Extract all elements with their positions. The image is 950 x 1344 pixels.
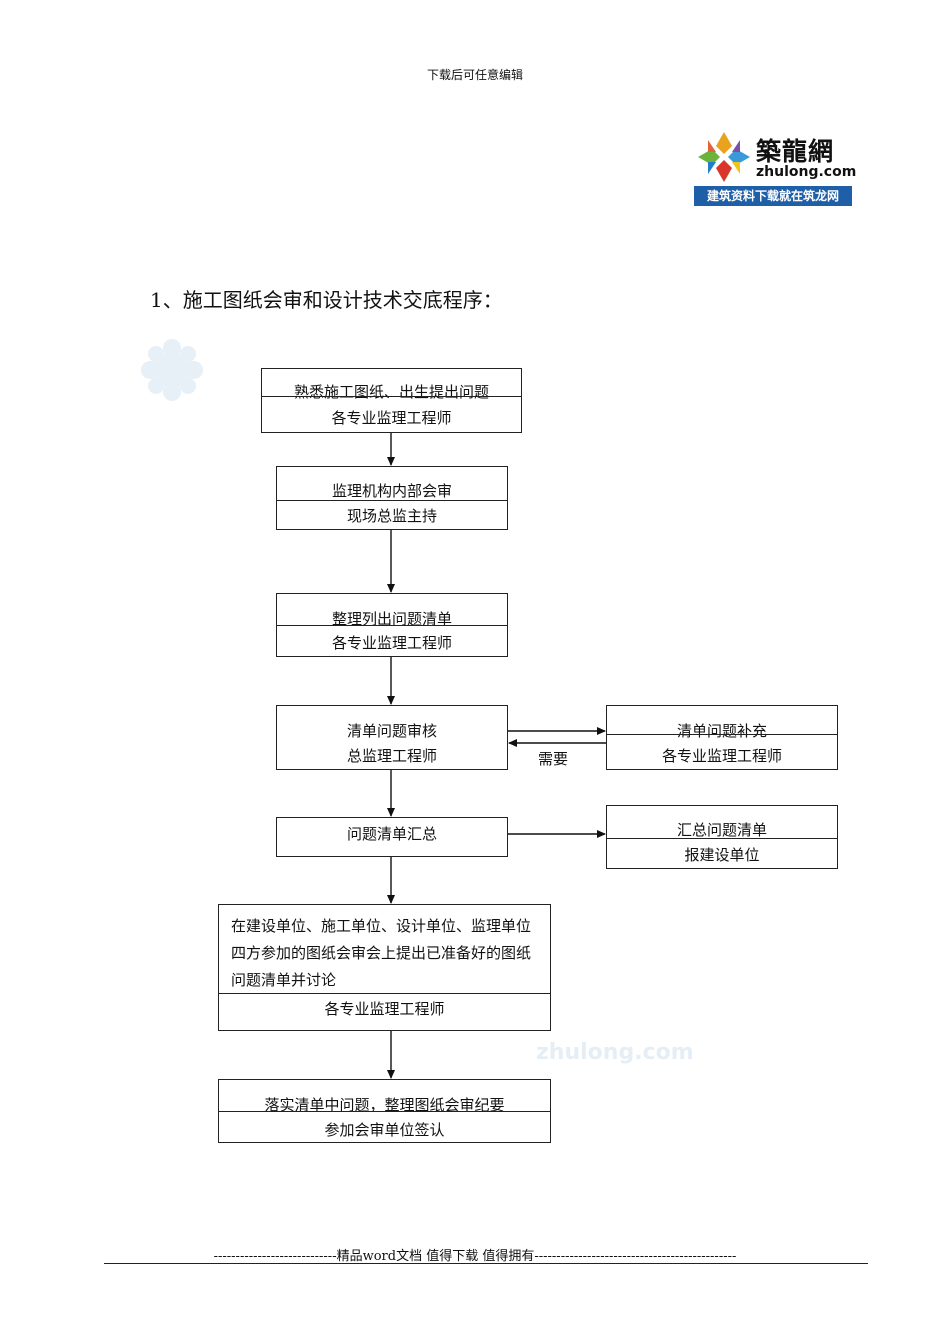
flow-step-familiarize-owner: 各专业监理工程师	[331, 409, 452, 427]
flow-step-divider	[219, 1111, 550, 1112]
flow-side-list-supplement: 清单问题补充 各专业监理工程师	[606, 705, 838, 770]
flow-step-familiarize: 熟悉施工图纸、出生提出问题 各专业监理工程师	[261, 368, 522, 433]
flow-side-report-owner: 报建设单位	[684, 846, 760, 864]
zhulong-logo-icon	[698, 132, 750, 182]
flow-step-divider	[607, 838, 837, 839]
zhulong-logo: 築龍網 zhulong.com 建筑资料下载就在筑龙网	[694, 128, 856, 206]
flow-step-issue-list: 整理列出问题清单 各专业监理工程师	[276, 593, 508, 657]
logo-domain: zhulong.com	[756, 164, 857, 180]
flow-step-minutes-owner: 参加会审单位签认	[324, 1121, 445, 1139]
header-note: 下载后可任意编辑	[426, 68, 523, 82]
flow-side-report-task: 汇总问题清单	[676, 821, 767, 839]
flow-side-list-supplement-owner: 各专业监理工程师	[661, 747, 782, 765]
flow-step-divider	[277, 625, 507, 626]
flow-step-familiarize-task: 熟悉施工图纸、出生提出问题	[293, 383, 489, 401]
flow-step-minutes: 落实清单中问题，整理图纸会审纪要 参加会审单位签认	[218, 1079, 551, 1143]
flow-step-joint-review-owner: 各专业监理工程师	[324, 1000, 445, 1018]
flow-step-divider	[219, 993, 550, 994]
flow-side-report: 汇总问题清单 报建设单位	[606, 805, 838, 869]
flow-step-joint-review-task: 在建设单位、施工单位、设计单位、监理单位四方参加的图纸会审会上提出已准备好的图纸…	[231, 917, 532, 989]
flow-step-list-audit-task: 清单问题审核	[346, 722, 437, 740]
watermark: zhulong.com	[536, 1040, 694, 1065]
flow-step-summary: 问题清单汇总	[276, 817, 508, 857]
flow-step-minutes-task: 落实清单中问题，整理图纸会审纪要	[264, 1096, 505, 1114]
flow-step-divider	[607, 734, 837, 735]
faint-emblem-icon	[141, 339, 203, 401]
flow-step-internal-review-owner: 现场总监主持	[346, 507, 437, 525]
flow-step-issue-list-task: 整理列出问题清单	[331, 610, 452, 628]
flow-step-summary-task: 问题清单汇总	[346, 825, 437, 843]
footer-divider	[104, 1263, 868, 1264]
flow-step-issue-list-owner: 各专业监理工程师	[331, 634, 452, 652]
footer-note: ----------------------------精品word文档 值得下…	[213, 1249, 737, 1264]
flow-side-list-supplement-task: 清单问题补充	[676, 722, 767, 740]
flow-step-divider	[277, 500, 507, 501]
logo-slogan: 建筑资料下载就在筑龙网	[694, 186, 852, 206]
logo-name: 築龍網	[756, 137, 835, 166]
flow-step-list-audit: 清单问题审核 总监理工程师	[276, 705, 508, 770]
flow-step-list-audit-owner: 总监理工程师	[346, 747, 437, 765]
flow-step-divider	[262, 396, 521, 397]
section-title: 1、施工图纸会审和设计技术交底程序：	[150, 288, 503, 312]
flow-step-internal-review-task: 监理机构内部会审	[331, 482, 452, 500]
flow-step-internal-review: 监理机构内部会审 现场总监主持	[276, 466, 508, 530]
flow-need-label: 需要	[538, 750, 569, 768]
flow-step-joint-review: 在建设单位、施工单位、设计单位、监理单位四方参加的图纸会审会上提出已准备好的图纸…	[218, 904, 551, 1031]
